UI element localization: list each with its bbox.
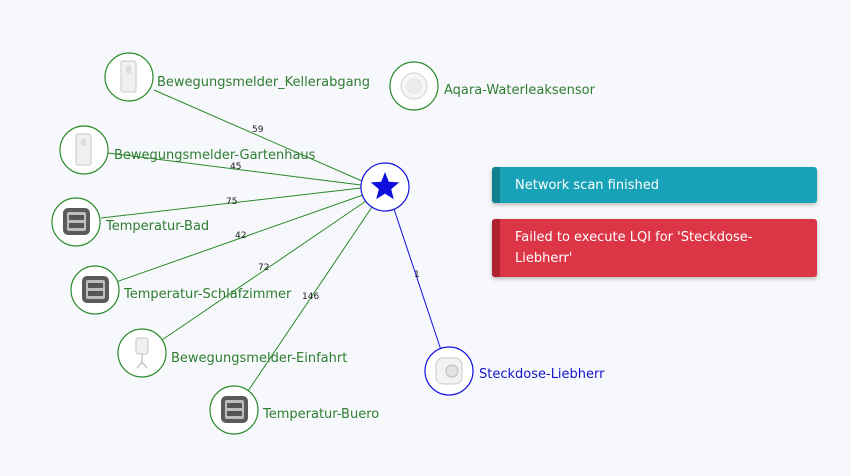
- link-steckdose: [393, 208, 442, 351]
- toast-accent-bar: [492, 219, 500, 277]
- smart-plug-icon: [435, 357, 463, 385]
- device-node-bewegungsmelder-kellerabgang[interactable]: Bewegungsmelder_Kellerabgang: [104, 52, 370, 102]
- device-label: Temperatur-Bad: [105, 219, 209, 234]
- lqi-label: 59: [252, 125, 264, 135]
- coordinator-node[interactable]: [360, 162, 410, 212]
- motion-sensor-icon: [120, 60, 137, 93]
- link-schlafzimmer: [115, 194, 364, 283]
- link-kellerabgang: [153, 89, 363, 182]
- device-node-steckdose-liebherr[interactable]: Steckdose-Liebherr: [424, 346, 605, 396]
- lqi-label: 45: [230, 162, 241, 172]
- lqi-label: 75: [226, 197, 237, 207]
- device-node-temperatur-buero[interactable]: Temperatur-Buero: [209, 385, 379, 435]
- link-gartenhaus: [107, 152, 362, 186]
- motion-sensor-stand-icon: [135, 337, 149, 369]
- device-label: Aqara-Waterleaksensor: [444, 83, 596, 98]
- toast-accent-bar: [492, 167, 500, 203]
- device-node-aqara-waterleaksensor[interactable]: Aqara-Waterleaksensor: [389, 61, 596, 111]
- network-links: [100, 89, 442, 395]
- device-node-temperatur-bad[interactable]: Temperatur-Bad: [51, 197, 209, 247]
- device-node-bewegungsmelder-gartenhaus[interactable]: Bewegungsmelder-Gartenhaus: [59, 125, 316, 175]
- lqi-label: 42: [235, 231, 246, 241]
- link-einfahrt: [161, 200, 367, 341]
- thermometer-display-icon: [82, 276, 109, 303]
- thermometer-display-icon: [221, 396, 248, 423]
- thermometer-display-icon: [63, 208, 90, 235]
- star-icon: [370, 172, 400, 200]
- device-label: Bewegungsmelder_Kellerabgang: [157, 75, 370, 90]
- lqi-label: 72: [258, 263, 269, 273]
- motion-sensor-icon: [75, 133, 92, 166]
- link-buero: [245, 206, 373, 395]
- device-label: Bewegungsmelder-Gartenhaus: [114, 148, 316, 163]
- device-node-bewegungsmelder-einfahrt[interactable]: Bewegungsmelder-Einfahrt: [117, 328, 347, 378]
- device-node-temperatur-schlafzimmer[interactable]: Temperatur-Schlafzimmer: [70, 265, 292, 315]
- lqi-label: 1: [414, 270, 420, 280]
- device-label: Temperatur-Schlafzimmer: [123, 287, 292, 302]
- device-label: Temperatur-Buero: [262, 407, 379, 422]
- lqi-labels: 59 45 75 42 72 146 1: [226, 125, 420, 302]
- notification-info[interactable]: Network scan finished: [492, 167, 817, 203]
- device-label: Steckdose-Liebherr: [479, 367, 605, 382]
- toast-message: Failed to execute LQI for 'Steckdose-Lie…: [515, 230, 753, 266]
- toast-message: Network scan finished: [515, 178, 659, 193]
- notification-error[interactable]: Failed to execute LQI for 'Steckdose-Lie…: [492, 219, 817, 277]
- device-label: Bewegungsmelder-Einfahrt: [171, 351, 347, 366]
- lqi-label: 146: [302, 292, 319, 302]
- link-bad: [100, 187, 362, 219]
- water-leak-sensor-icon: [400, 72, 428, 100]
